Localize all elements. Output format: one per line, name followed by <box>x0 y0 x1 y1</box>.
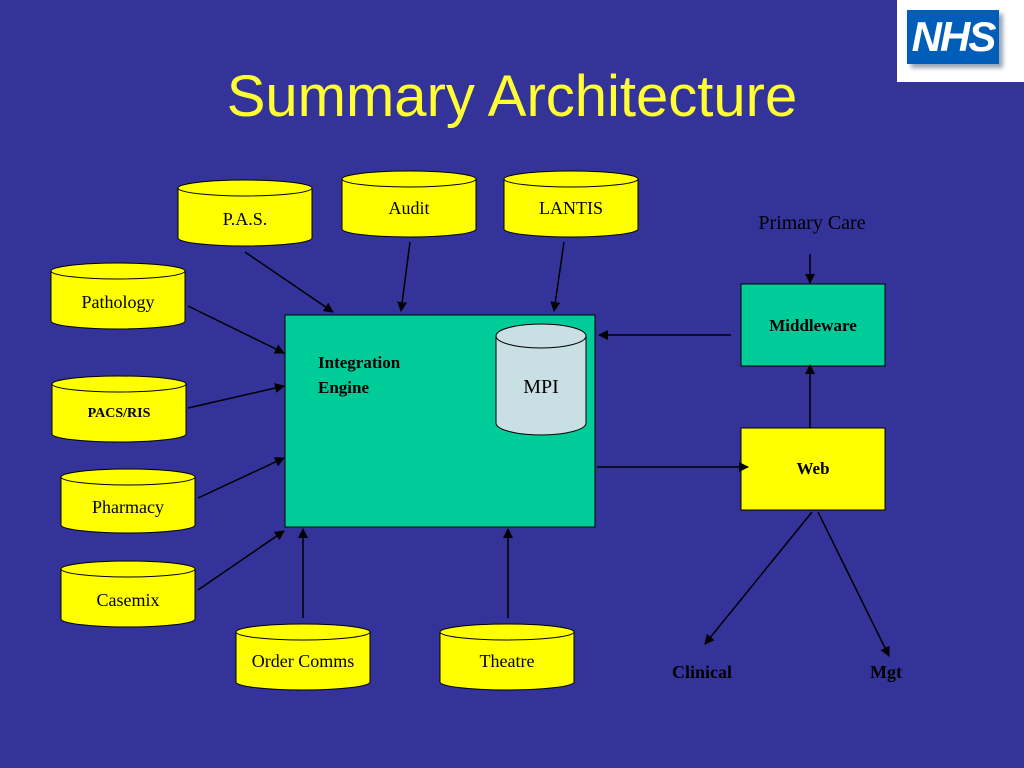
order-comms-cylinder <box>235 623 371 691</box>
mpi-cylinder <box>495 323 587 436</box>
arrow-lantis-to-engine <box>550 241 565 312</box>
arrow-pharmacy-to-engine <box>197 457 285 499</box>
arrow-pacs-ris-to-engine <box>187 383 285 409</box>
clinical-label: Clinical <box>671 662 732 682</box>
pacs-ris-cylinder <box>51 375 187 443</box>
integration-engine-label-line-1: Integration <box>318 353 401 372</box>
theatre-cylinder <box>439 623 575 691</box>
arrow-web-to-clinical <box>704 511 813 645</box>
pas-cylinder <box>177 179 313 247</box>
pas-label: P.A.S. <box>222 209 268 229</box>
mgt-label: Mgt <box>870 662 902 682</box>
slide-title: Summary Architecture <box>226 64 798 129</box>
lantis-cylinder <box>503 170 639 238</box>
integration-engine-label-line-2: Engine <box>318 378 370 397</box>
audit-cylinder <box>341 170 477 238</box>
lantis-label: LANTIS <box>539 198 603 218</box>
middleware-label: Middleware <box>769 316 857 335</box>
pharmacy-label: Pharmacy <box>92 497 164 517</box>
web-label: Web <box>796 459 830 478</box>
web-box <box>740 427 886 511</box>
arrow-audit-to-engine <box>397 241 411 312</box>
arrow-pas-to-engine <box>244 251 334 313</box>
audit-label: Audit <box>388 198 430 218</box>
order-comms-label: Order Comms <box>251 651 355 671</box>
pathology-label: Pathology <box>81 292 155 312</box>
casemix-cylinder <box>60 560 196 628</box>
primary-care-label: Primary Care <box>758 212 866 234</box>
arrow-casemix-to-engine <box>197 530 285 591</box>
middleware-box <box>740 283 886 367</box>
theatre-label: Theatre <box>479 651 535 671</box>
nhs-logo-badge: NHS <box>907 10 999 64</box>
pacs-ris-label: PACS/RIS <box>87 406 151 421</box>
mpi-label: MPI <box>523 376 559 398</box>
pharmacy-cylinder <box>60 468 196 534</box>
pathology-cylinder <box>50 262 186 330</box>
arrow-pathology-to-engine <box>187 305 285 354</box>
arrow-web-to-mgt <box>817 511 890 657</box>
integration-engine-label: Integration Engine <box>318 350 478 400</box>
casemix-label: Casemix <box>96 590 160 610</box>
nhs-logo: NHS <box>897 0 1024 82</box>
connector-arrows <box>187 241 890 657</box>
